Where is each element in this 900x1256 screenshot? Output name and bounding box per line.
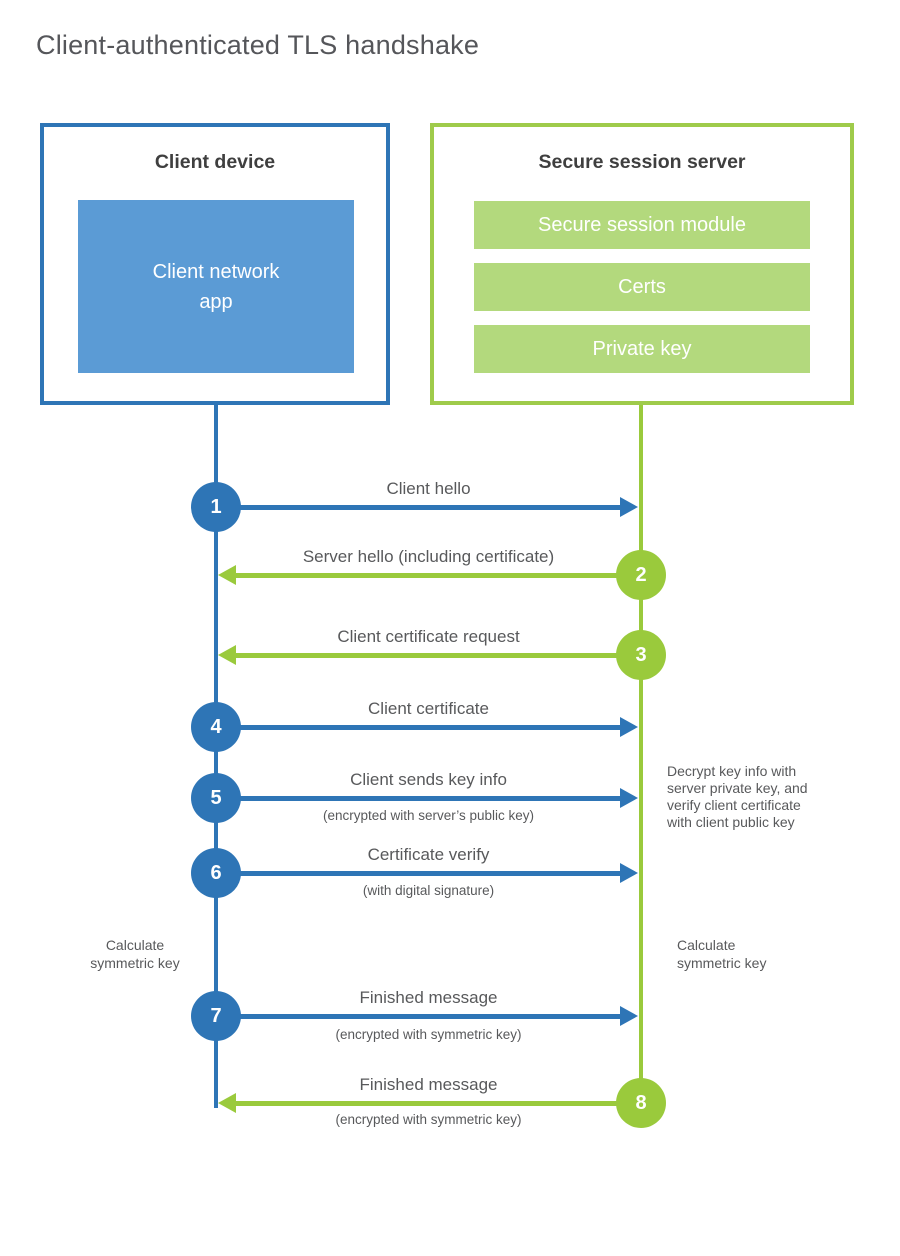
arrow-line-5 — [216, 796, 620, 801]
arrow-line-6 — [216, 871, 620, 876]
message-label-4: Client certificate — [368, 699, 489, 718]
secure-session-server-title: Secure session server — [538, 151, 746, 173]
arrow-head-right-icon — [620, 497, 638, 517]
message-label-1: Client hello — [386, 479, 471, 498]
client-lifeline — [214, 405, 218, 1108]
client-device-title: Client device — [154, 151, 276, 173]
step-number-3: 3 — [635, 643, 647, 666]
step-circle-4: 4 — [191, 702, 241, 752]
secure-session-module-box: Secure session module — [474, 201, 810, 249]
arrow-head-right-icon — [620, 863, 638, 883]
message-label-3: Client certificate request — [337, 627, 520, 646]
message-sublabel-5: (encrypted with server’s public key) — [322, 808, 535, 823]
arrow-line-4 — [216, 725, 620, 730]
step-circle-7: 7 — [191, 991, 241, 1041]
page-title: Client-authenticated TLS handshake — [36, 30, 480, 60]
message-label-7: Finished message — [359, 988, 498, 1007]
message-label-6: Certificate verify — [367, 845, 490, 864]
message-label-8: Finished message — [359, 1075, 498, 1094]
step-number-5: 5 — [210, 786, 222, 809]
arrow-line-3 — [236, 653, 643, 658]
step-number-4: 4 — [210, 715, 222, 738]
message-label-5: Client sends key info — [350, 770, 507, 789]
calculate-symmetric-key-left: Calculate symmetric key — [90, 937, 180, 971]
step-number-1: 1 — [210, 495, 222, 518]
message-sublabel-7: (encrypted with symmetric key) — [335, 1027, 522, 1042]
private-key-box: Private key — [474, 325, 810, 373]
decrypt-note: Decrypt key info with server private key… — [667, 763, 808, 830]
certs-box: Certs — [474, 263, 810, 311]
step-circle-1: 1 — [191, 482, 241, 532]
step-number-2: 2 — [635, 563, 647, 586]
step-circle-2: 2 — [616, 550, 666, 600]
step-circle-8: 8 — [616, 1078, 666, 1128]
arrow-line-8 — [236, 1101, 643, 1106]
client-network-app-box: Client network app — [78, 200, 354, 373]
step-number-7: 7 — [210, 1004, 222, 1027]
arrow-line-7 — [216, 1014, 620, 1019]
message-sublabel-6: (with digital signature) — [362, 883, 495, 898]
arrow-head-right-icon — [620, 1006, 638, 1026]
arrow-line-1 — [216, 505, 620, 510]
step-circle-5: 5 — [191, 773, 241, 823]
arrow-head-left-icon — [218, 565, 236, 585]
step-number-6: 6 — [210, 861, 222, 884]
arrow-head-left-icon — [218, 1093, 236, 1113]
step-number-8: 8 — [635, 1091, 647, 1114]
step-circle-3: 3 — [616, 630, 666, 680]
arrow-line-2 — [236, 573, 643, 578]
step-circle-6: 6 — [191, 848, 241, 898]
arrow-head-left-icon — [218, 645, 236, 665]
calculate-symmetric-key-right: Calculate symmetric key — [677, 937, 767, 971]
arrow-head-right-icon — [620, 788, 638, 808]
message-label-2: Server hello (including certificate) — [302, 547, 555, 566]
message-sublabel-8: (encrypted with symmetric key) — [335, 1112, 522, 1127]
server-lifeline — [639, 405, 643, 1105]
arrow-head-right-icon — [620, 717, 638, 737]
